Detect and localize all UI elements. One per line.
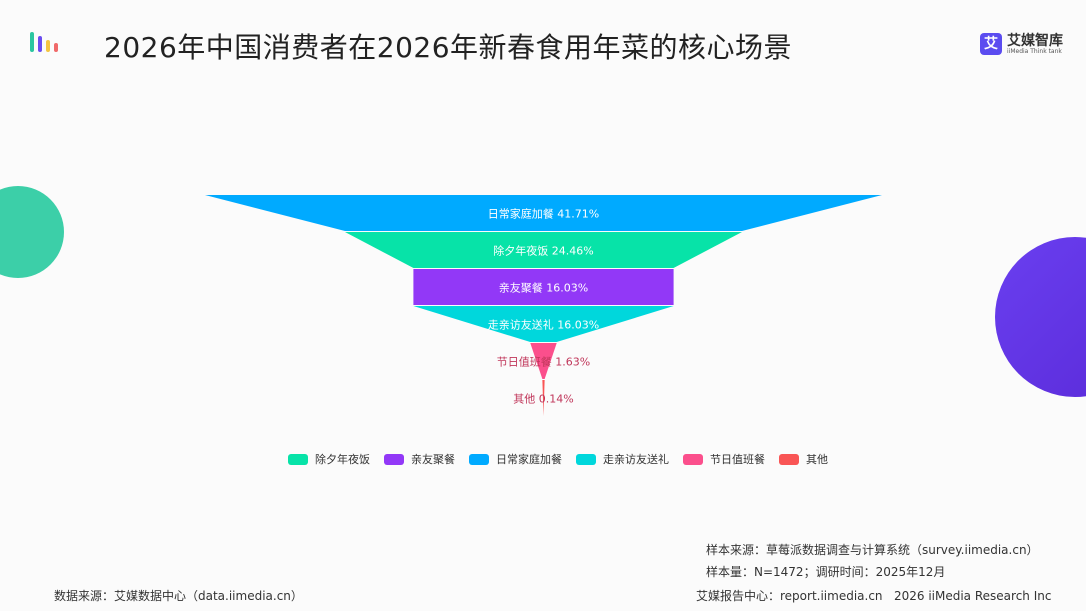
legend-item[interactable]: 其他 [779, 451, 828, 467]
funnel-segment [413, 269, 674, 305]
funnel-segment [413, 306, 674, 342]
chart-legend: 除夕年夜饭 亲友聚餐 日常家庭加餐 走亲访友送礼 节日值班餐 其他 [288, 451, 828, 467]
funnel-label: 除夕年夜饭 24.46% [493, 244, 593, 258]
funnel-label: 其他 0.14% [513, 393, 573, 406]
funnel-segment [205, 195, 882, 231]
legend-label: 其他 [806, 453, 828, 466]
funnel-label: 走亲访友送礼 16.03% [488, 318, 599, 332]
legend-item[interactable]: 亲友聚餐 [384, 451, 455, 467]
funnel-label: 日常家庭加餐 41.71% [488, 207, 599, 221]
legend-label: 除夕年夜饭 [315, 453, 370, 466]
decorative-circle-right [995, 237, 1086, 397]
sample-source: 样本来源：草莓派数据调查与计算系统（survey.iimedia.cn） [706, 543, 1039, 557]
page-title: 2026年中国消费者在2026年新春食用年菜的核心场景 [104, 31, 793, 64]
funnel-segment [542, 380, 545, 416]
legend-label: 亲友聚餐 [411, 453, 455, 466]
brand-logo: 艾 艾媒智库 iiMedia Think tank [980, 33, 1063, 55]
legend-item[interactable]: 除夕年夜饭 [288, 451, 370, 467]
legend-item[interactable]: 日常家庭加餐 [469, 451, 562, 467]
funnel-label: 节日值班餐 1.63% [497, 355, 590, 369]
legend-swatch [779, 453, 799, 465]
brand-name: 艾媒智库 [1007, 32, 1063, 49]
brand-icon: 艾 [980, 33, 1002, 55]
legend-label: 节日值班餐 [710, 453, 765, 466]
legend-swatch [576, 453, 596, 465]
legend-swatch [469, 453, 489, 465]
legend-swatch [384, 453, 404, 465]
funnel-segment [344, 232, 743, 268]
legend-item[interactable]: 走亲访友送礼 [576, 451, 669, 467]
data-source: 数据来源：艾媒数据中心（data.iimedia.cn） [54, 589, 303, 603]
funnel-segment [530, 343, 557, 379]
legend-swatch [683, 453, 703, 465]
funnel-label: 亲友聚餐 16.03% [499, 281, 588, 295]
legend-item[interactable]: 节日值班餐 [683, 451, 765, 467]
legend-label: 日常家庭加餐 [496, 453, 562, 466]
legend-label: 走亲访友送礼 [603, 453, 669, 466]
decorative-circle-left [0, 186, 64, 278]
sample-size: 样本量：N=1472；调研时间：2025年12月 [706, 565, 946, 579]
legend-swatch [288, 453, 308, 465]
logo-bars-icon [30, 32, 58, 52]
brand-sub: iiMedia Think tank [1007, 47, 1062, 55]
report-center: 艾媒报告中心：report.iimedia.cn 2026 iiMedia Re… [696, 589, 1052, 603]
